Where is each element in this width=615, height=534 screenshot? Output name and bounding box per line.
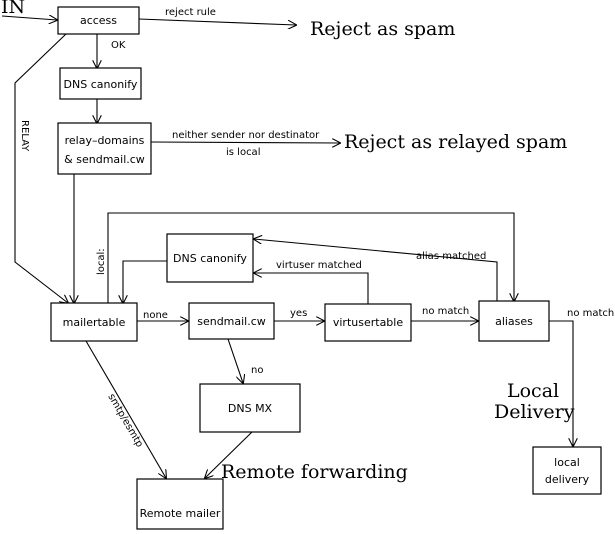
edge-relaydomains-reject bbox=[150, 142, 340, 143]
edge-label-local: local: bbox=[96, 248, 107, 275]
edge-access-relay bbox=[14, 33, 68, 303]
node-dns-canonify-2-label: DNS canonify bbox=[173, 252, 247, 265]
node-local-delivery-label-1: local bbox=[554, 456, 580, 469]
outcome-remote-forwarding: Remote forwarding bbox=[221, 461, 408, 483]
edge-label-neither-1: neither sender nor destinator bbox=[172, 130, 320, 141]
node-access: access bbox=[57, 6, 140, 35]
node-dns-mx: DNS MX bbox=[199, 383, 301, 433]
node-access-label: access bbox=[80, 14, 117, 27]
node-virtusertable: virtusertable bbox=[324, 303, 412, 342]
edge-label-virtuser-matched: virtuser matched bbox=[276, 260, 362, 271]
edge-in-access bbox=[1, 16, 57, 20]
edge-dnscanon-mailertable bbox=[123, 260, 167, 303]
edge-sendmailcw-dnsmx bbox=[227, 338, 243, 383]
edge-label-yes: yes bbox=[290, 308, 307, 319]
edge-label-no-match-1: no match bbox=[422, 306, 469, 317]
outcome-local-delivery-2: Delivery bbox=[494, 401, 575, 423]
outcome-reject-spam: Reject as spam bbox=[310, 18, 455, 40]
node-dns-canonify-1-label: DNS canonify bbox=[64, 78, 138, 91]
node-aliases: aliases bbox=[478, 300, 550, 342]
node-remote-mailer-label: Remote mailer bbox=[140, 507, 221, 520]
node-relay-domains-label-1: relay–domains bbox=[65, 134, 145, 147]
node-aliases-label: aliases bbox=[495, 315, 533, 328]
node-mailertable-label: mailertable bbox=[63, 316, 126, 329]
edge-mailertable-remote bbox=[85, 340, 166, 478]
edge-virtuser-dnscanon bbox=[254, 273, 369, 304]
edge-label-no-match-2: no match bbox=[567, 308, 614, 319]
node-local-delivery-label-2: delivery bbox=[545, 473, 590, 486]
edge-label-ok: OK bbox=[111, 40, 126, 51]
node-dns-canonify-1: DNS canonify bbox=[59, 67, 142, 100]
edge-label-none: none bbox=[143, 310, 168, 321]
edge-label-relay: RELAY bbox=[19, 120, 30, 152]
edge-aliases-localdelivery bbox=[549, 320, 573, 446]
edge-label-neither-2: is local bbox=[226, 147, 260, 158]
node-sendmail-cw: sendmail.cw bbox=[188, 302, 275, 340]
outcome-local-delivery-1: Local bbox=[507, 380, 559, 402]
edge-aliases-dnscanon bbox=[254, 239, 498, 301]
node-dns-mx-label: DNS MX bbox=[228, 402, 273, 415]
edge-label-no: no bbox=[251, 365, 263, 376]
edge-label-reject-rule: reject rule bbox=[165, 7, 216, 18]
outcome-reject-relayed: Reject as relayed spam bbox=[344, 131, 567, 153]
start-label: IN bbox=[1, 0, 25, 18]
node-remote-mailer: Remote mailer bbox=[136, 478, 224, 530]
edge-label-alias-matched: alias matched bbox=[416, 251, 486, 262]
node-relay-domains: relay–domains & sendmail.cw bbox=[57, 122, 152, 175]
edge-mailertable-aliases-local bbox=[107, 212, 514, 303]
node-local-delivery: local delivery bbox=[532, 446, 602, 495]
edge-access-reject bbox=[138, 18, 296, 25]
node-dns-canonify-2: DNS canonify bbox=[166, 233, 254, 283]
edge-dnsmx-remote bbox=[205, 431, 253, 478]
connectors bbox=[1, 16, 573, 478]
node-virtusertable-label: virtusertable bbox=[333, 316, 403, 329]
node-sendmail-cw-label: sendmail.cw bbox=[197, 315, 266, 328]
edge-label-smtp-esmtp: smtp/esmtp bbox=[105, 392, 145, 449]
node-mailertable: mailertable bbox=[50, 302, 138, 342]
node-relay-domains-label-2: & sendmail.cw bbox=[64, 153, 145, 166]
